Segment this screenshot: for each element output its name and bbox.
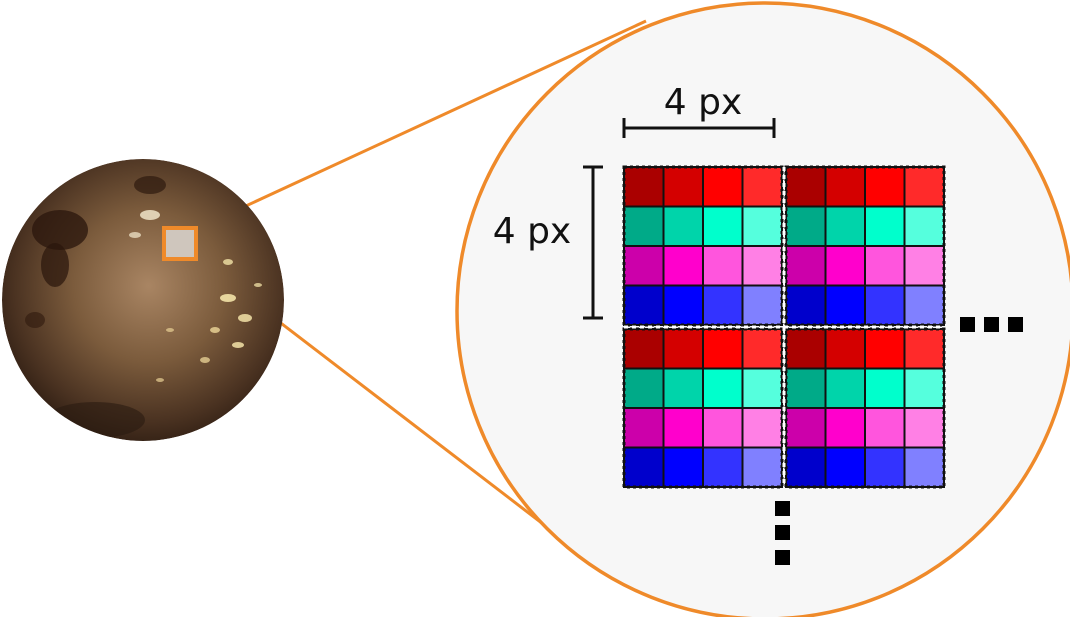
pixel-grid: [622, 165, 946, 489]
pixel-cell: [864, 284, 906, 326]
pixel-cell: [785, 166, 827, 208]
pixel-cell: [864, 367, 906, 409]
pixel-cell: [785, 245, 827, 287]
pixel-cell: [702, 328, 744, 370]
pixel-cell: [662, 328, 704, 370]
pixel-cell: [824, 205, 866, 247]
pixel-cell: [864, 328, 906, 370]
pixel-cell: [903, 446, 945, 488]
pixel-cell: [702, 367, 744, 409]
tile-border: [622, 327, 784, 489]
pixel-cell: [824, 245, 866, 287]
pixel-cell: [623, 205, 665, 247]
pixel-cell: [702, 407, 744, 449]
pixel-cell: [903, 205, 945, 247]
pixel-cell: [785, 446, 827, 488]
pixel-cell: [741, 328, 783, 370]
pixel-cell: [903, 166, 945, 208]
pixel-cell: [623, 245, 665, 287]
pixel-cell: [824, 367, 866, 409]
pixel-cell: [741, 284, 783, 326]
pixel-cell: [741, 446, 783, 488]
pixel-cell: [785, 284, 827, 326]
pixel-cell: [702, 284, 744, 326]
pixel-cell: [824, 407, 866, 449]
pixel-cell: [741, 205, 783, 247]
pixel-cell: [741, 367, 783, 409]
pixel-cell: [662, 284, 704, 326]
pixel-cell: [662, 367, 704, 409]
pixel-cell: [864, 446, 906, 488]
pixel-cell: [864, 205, 906, 247]
zoom-connector-top: [195, 19, 647, 231]
pixel-cell: [903, 407, 945, 449]
pixel-cell: [903, 284, 945, 326]
width-dimension: 4 px: [622, 82, 776, 138]
pixel-cell: [864, 166, 906, 208]
pixel-cell: [741, 166, 783, 208]
pixel-cell: [662, 166, 704, 208]
pixel-cell: [662, 205, 704, 247]
pixel-cell: [741, 245, 783, 287]
pixel-cell: [903, 245, 945, 287]
pixel-cell: [623, 166, 665, 208]
pixel-cell: [824, 328, 866, 370]
width-label: 4 px: [664, 82, 743, 123]
pixel-cell: [785, 205, 827, 247]
ellipsis-horizontal-icon: [960, 317, 1023, 332]
region-of-interest-marker: [162, 226, 198, 261]
tile-border: [784, 327, 946, 489]
pixel-cell: [702, 446, 744, 488]
pixel-cell: [785, 407, 827, 449]
pixel-cell: [662, 446, 704, 488]
pixel-cell: [623, 367, 665, 409]
pixel-cell: [741, 407, 783, 449]
pixel-cell: [623, 407, 665, 449]
height-label: 4 px: [493, 211, 572, 252]
pixel-cell: [623, 284, 665, 326]
pixel-cell: [785, 367, 827, 409]
pixel-cell: [702, 166, 744, 208]
fundus-image: [2, 159, 284, 441]
pixel-cell: [662, 245, 704, 287]
pixel-cell: [662, 407, 704, 449]
height-dimension: 4 px: [493, 165, 603, 320]
pixel-cell: [702, 245, 744, 287]
ellipsis-vertical-icon: [775, 501, 790, 565]
pixel-cell: [824, 284, 866, 326]
pixel-cell: [824, 166, 866, 208]
pixel-cell: [824, 446, 866, 488]
tile-border: [622, 165, 784, 327]
pixel-cell: [903, 367, 945, 409]
pixel-cell: [864, 245, 906, 287]
pixel-cell: [623, 446, 665, 488]
pixel-cell: [903, 328, 945, 370]
tile-border: [784, 165, 946, 327]
pixel-cell: [702, 205, 744, 247]
pixel-cell: [623, 328, 665, 370]
pixel-cell: [864, 407, 906, 449]
pixel-cell: [785, 328, 827, 370]
